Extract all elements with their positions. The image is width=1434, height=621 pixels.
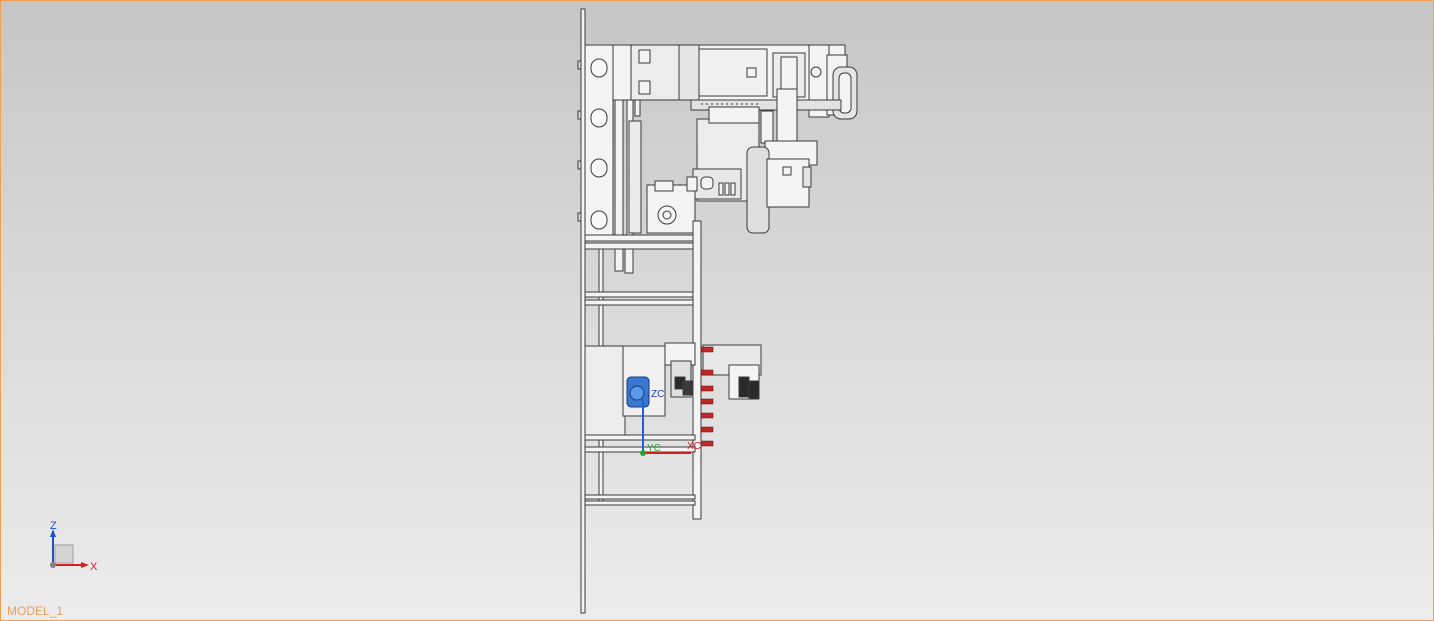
front-plate bbox=[692, 220, 702, 520]
view-triad[interactable]: Z X bbox=[41, 517, 111, 577]
wcs-xc-label: XC bbox=[687, 441, 701, 452]
wcs-zc-label: ZC bbox=[651, 389, 664, 400]
view-triad-graphic bbox=[50, 529, 89, 568]
rotary-disk bbox=[746, 146, 770, 234]
selected-blue-component bbox=[626, 376, 650, 408]
wcs-yc-label: YC bbox=[647, 443, 661, 454]
wcs-axes bbox=[640, 399, 691, 456]
plate-tabs bbox=[577, 60, 582, 222]
triad-z-label: Z bbox=[50, 520, 57, 532]
main-vertical-plate bbox=[580, 8, 586, 614]
model-name-label: MODEL_1 bbox=[7, 604, 64, 618]
motor-housing bbox=[584, 345, 626, 441]
slot-holes bbox=[590, 58, 608, 230]
red-fasteners bbox=[700, 346, 714, 447]
triad-x-label: X bbox=[90, 561, 98, 573]
